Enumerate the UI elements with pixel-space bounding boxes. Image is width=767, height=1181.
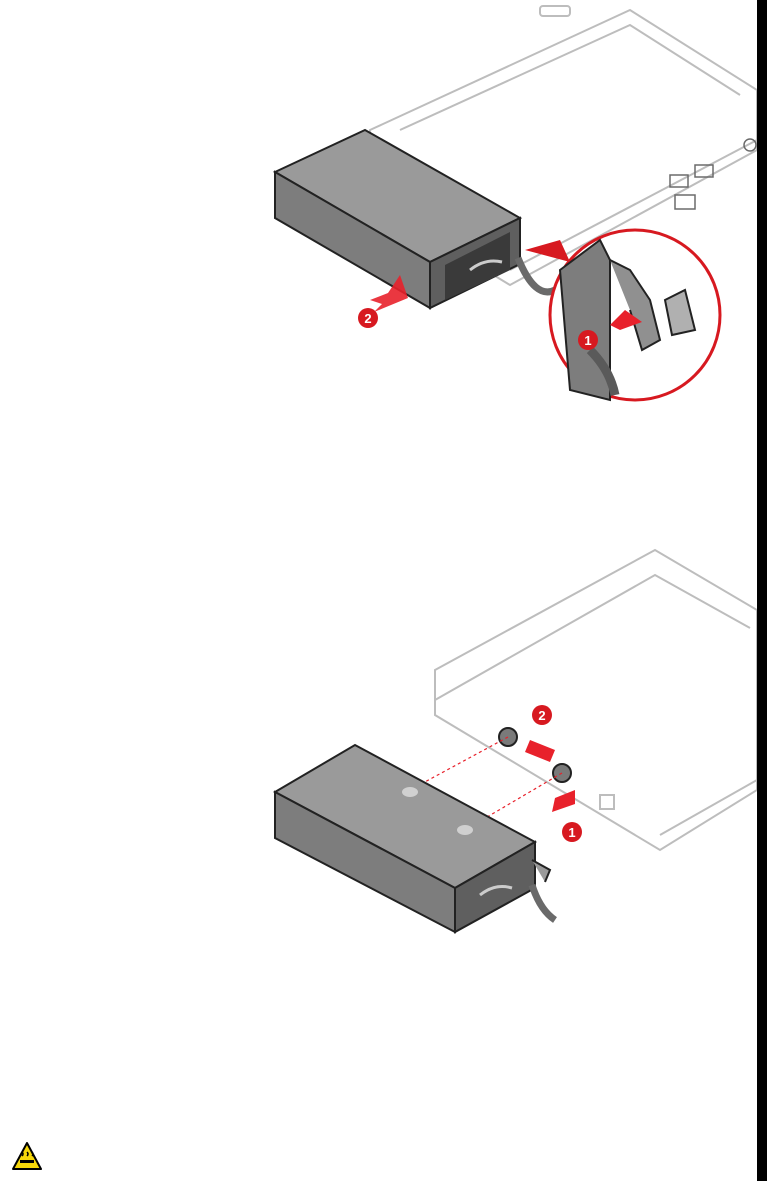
step-1-badge-install: 1 xyxy=(562,822,582,842)
computer-chassis-install xyxy=(435,550,757,850)
removal-illustration: 2 1 xyxy=(270,0,757,410)
svg-text:2: 2 xyxy=(538,708,545,723)
page-edge-bar xyxy=(757,0,767,1181)
svg-text:2: 2 xyxy=(364,311,371,326)
step-2-badge-install: 2 xyxy=(532,705,552,725)
svg-text:1: 1 xyxy=(584,333,591,348)
install-illustration: 2 1 xyxy=(270,540,757,940)
power-adapter-install xyxy=(275,745,555,932)
hot-surface-warning-icon xyxy=(12,1141,42,1171)
zoom-callout xyxy=(525,230,720,400)
svg-text:1: 1 xyxy=(568,825,575,840)
rear-ports xyxy=(670,139,756,209)
step-1-badge-removal: 1 xyxy=(578,330,598,350)
power-adapter xyxy=(275,130,555,308)
step-2-badge: 2 xyxy=(358,308,378,328)
